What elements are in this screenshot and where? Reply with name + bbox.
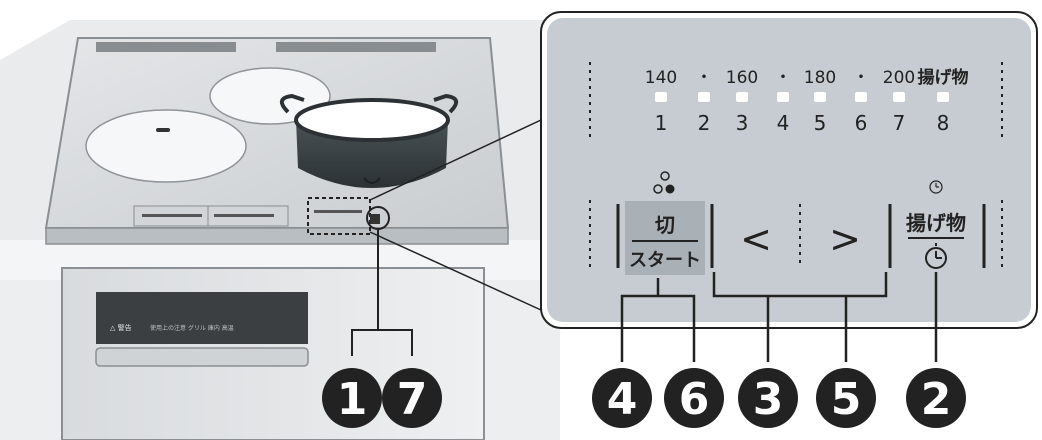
temp-label-140: 140: [645, 68, 677, 88]
timer-icon-small: [929, 180, 943, 194]
level-lamp-2: [698, 92, 710, 102]
increase-button[interactable]: >: [829, 217, 861, 261]
level-numbers: 1 2 3 4 5 6 7 8: [655, 111, 950, 135]
callout-bracket-left: [351, 329, 413, 356]
callout-badge-5: 5: [816, 368, 876, 428]
temp-label-dot-3: ・: [853, 68, 870, 88]
level-lamp-1: [655, 92, 667, 102]
temp-label-160: 160: [726, 68, 758, 88]
zoom-leader-top: [369, 119, 542, 201]
callout-badge-6: 6: [664, 368, 724, 428]
temp-label-fry: 揚げ物: [918, 67, 969, 88]
burner-left: [85, 109, 247, 183]
callout-number: 2: [921, 374, 952, 425]
temp-label-200: 200: [883, 68, 915, 88]
level-lamp-5: [814, 92, 826, 102]
level-number-3: 3: [736, 111, 749, 135]
grill-window: [96, 292, 308, 344]
cooktop-control-strip: [133, 197, 390, 235]
callout-number: 4: [607, 374, 638, 425]
level-number-2: 2: [698, 111, 711, 135]
grill-handle: [95, 347, 309, 367]
callout-badge-3: 3: [738, 368, 798, 428]
callout-lines-right: [620, 272, 938, 362]
heat-icon: [653, 171, 675, 194]
timer-icon: [925, 243, 947, 269]
callout-number: 5: [831, 374, 862, 425]
burner-mark: [156, 128, 170, 132]
level-number-6: 6: [855, 111, 868, 135]
off-label: 切: [655, 213, 675, 237]
level-number-1: 1: [655, 111, 668, 135]
grill-warning-text: △ 警告: [110, 323, 132, 332]
off-start-button[interactable]: 切 スタート: [616, 201, 714, 275]
pot-icon: [280, 93, 458, 188]
callout-badge-1: 1: [322, 368, 382, 428]
zoom-leader-bottom: [369, 231, 542, 311]
temp-label-dot-2: ・: [775, 68, 792, 88]
callout-number: 3: [753, 374, 784, 425]
burner-back: [209, 67, 331, 125]
callout-number: 6: [679, 374, 710, 425]
level-lamp-6: [855, 92, 867, 102]
grill-fine-print: 使用上の注意 グリル 庫内 高温: [150, 324, 234, 332]
power-indicator: [370, 214, 380, 224]
level-lamp-8: [937, 92, 949, 102]
fry-button[interactable]: 揚げ物: [888, 180, 986, 269]
temperature-scale: 140 ・ 160 ・ 180 ・ 200 揚げ物: [645, 67, 969, 88]
callout-number: 7: [397, 374, 428, 425]
grill-cabinet: △ 警告 使用上の注意 グリル 庫内 高温: [61, 267, 485, 440]
callout-badge-4: 4: [592, 368, 652, 428]
control-panel-inset: 140 ・ 160 ・ 180 ・ 200 揚げ物 1 2 3 4 5: [540, 11, 1038, 329]
callout-number: 1: [337, 374, 368, 425]
level-number-5: 5: [814, 111, 827, 135]
callout-badge-7: 7: [382, 368, 442, 428]
level-lamp-4: [777, 92, 789, 102]
callout-badge-2: 2: [906, 368, 966, 428]
temp-label-180: 180: [804, 68, 836, 88]
increase-symbol: >: [829, 217, 861, 261]
fry-label: 揚げ物: [906, 211, 966, 235]
vent-grille-left: [96, 42, 236, 52]
start-label: スタート: [629, 250, 701, 271]
temp-label-dot-1: ・: [696, 68, 713, 88]
level-number-7: 7: [893, 111, 906, 135]
level-number-8: 8: [937, 111, 950, 135]
decrease-button[interactable]: <: [740, 217, 772, 261]
level-number-4: 4: [777, 111, 790, 135]
vent-grille-right: [276, 42, 436, 52]
level-lamp-7: [893, 92, 905, 102]
level-lamp-3: [736, 92, 748, 102]
level-indicator-lamps: [655, 92, 949, 102]
decrease-symbol: <: [740, 217, 772, 261]
